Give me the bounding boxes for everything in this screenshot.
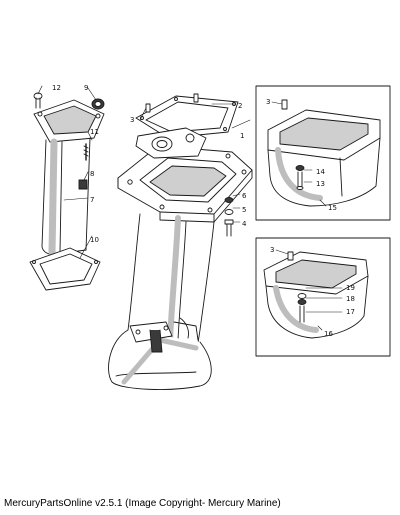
inset-box-upper [255, 85, 391, 221]
gasket-round [135, 127, 207, 159]
callout-8: 8 [90, 170, 94, 178]
inset-box-lower [255, 237, 391, 357]
screw-11 [83, 143, 89, 161]
callout-1: 1 [240, 132, 244, 140]
callout-15: 15 [328, 204, 337, 212]
copyright-caption: MercuryPartsOnline v2.5.1 (Image Copyrig… [4, 498, 281, 509]
callout-2: 2 [238, 102, 242, 110]
callout-4: 4 [242, 220, 247, 228]
grommet-9 [91, 98, 105, 110]
adapter-plate-upper [267, 99, 381, 207]
callout-18: 18 [346, 295, 355, 303]
callout-7: 7 [90, 196, 94, 204]
callout-numbers: 1 2 3 4 5 6 7 8 9 10 11 12 13 14 15 16 1… [52, 84, 355, 338]
callout-9: 9 [84, 84, 88, 92]
callout-6: 6 [242, 192, 247, 200]
callout-5: 5 [242, 206, 246, 214]
callout-3-upper-inset: 3 [266, 98, 270, 106]
plug-8 [78, 179, 88, 190]
adapter-plate-lower [263, 251, 369, 339]
callout-12: 12 [52, 84, 61, 92]
callout-14: 14 [316, 168, 325, 176]
callout-10: 10 [90, 236, 99, 244]
gasket-top [135, 95, 239, 139]
exhaust-tube [33, 99, 105, 256]
driveshaft-housing [108, 145, 253, 390]
callout-3-lower-inset: 3 [270, 246, 274, 254]
callout-3: 3 [130, 116, 134, 124]
callout-13: 13 [316, 180, 325, 188]
callout-16: 16 [324, 330, 333, 338]
bolt-12 [33, 92, 43, 109]
fastener-stack [224, 197, 234, 237]
callout-17: 17 [346, 308, 355, 316]
callout-11: 11 [90, 128, 99, 136]
callout-19: 19 [346, 284, 355, 292]
gasket-bottom [29, 247, 101, 291]
leader-lines [37, 85, 343, 331]
